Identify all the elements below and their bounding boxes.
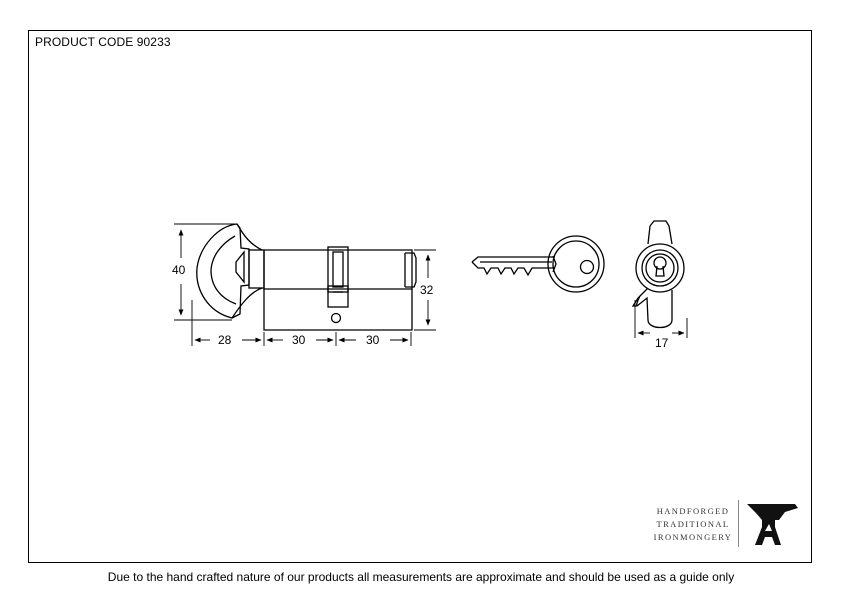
brand-divider (738, 500, 739, 547)
dimension-labels: 40 28 30 30 32 17 (172, 263, 669, 350)
dim-cylinder-right: 30 (366, 333, 380, 347)
dim-cylinder-left: 30 (292, 333, 306, 347)
cylinder-profile (263, 289, 413, 331)
cylinder-end-cap (405, 252, 417, 288)
cylinder-end-view (631, 220, 685, 329)
brand-line-1: HANDFORGED (656, 506, 730, 516)
key-icon (471, 235, 605, 293)
drawing-frame (28, 30, 812, 563)
brand-text: HANDFORGED TRADITIONAL IRONMONGERY (650, 503, 736, 547)
cam-top (327, 246, 349, 293)
footer-disclaimer: Due to the hand crafted nature of our pr… (107, 570, 735, 584)
brand-line-2: TRADITIONAL (656, 519, 730, 529)
fixing-hole (330, 312, 342, 324)
cam-blade (327, 285, 349, 308)
dim-thumbturn-length: 28 (218, 333, 232, 347)
thumbturn-neck (248, 249, 265, 289)
product-code: PRODUCT CODE 90233 (35, 35, 171, 49)
cylinder-side-view (196, 223, 417, 331)
dim-thumbturn-height: 40 (172, 263, 186, 277)
thumbturn-shape (196, 223, 263, 319)
anvil-icon (747, 504, 798, 545)
cylinder-body (263, 249, 413, 290)
dim-cylinder-height: 32 (420, 283, 434, 297)
dim-end-width: 17 (655, 336, 669, 350)
brand-line-3: IRONMONGERY (653, 532, 733, 542)
